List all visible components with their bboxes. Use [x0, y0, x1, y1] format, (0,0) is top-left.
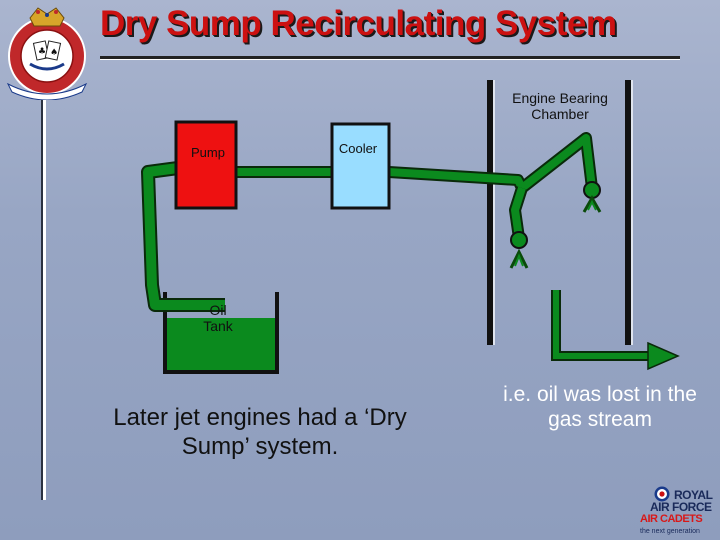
pump-label: Pump	[191, 145, 225, 160]
svg-text:♠: ♠	[50, 48, 58, 58]
raf-air-cadets-logo: ROYAL AIR FORCE AIR CADETS the next gene…	[640, 486, 720, 540]
cooler-label: Cooler	[338, 141, 378, 156]
logo-air-force: AIR FORCE	[650, 500, 712, 514]
logo-royal: ROYAL	[674, 488, 713, 502]
right-caption: i.e. oil was lost in the gas stream	[503, 383, 697, 432]
pump-box	[174, 120, 238, 210]
oil-jet-nozzle-upper	[582, 181, 602, 213]
oil-tank	[163, 292, 279, 374]
logo-air-cadets: AIR CADETS	[640, 513, 703, 525]
bearing-chamber-walls	[487, 80, 633, 345]
slide-title: Dry Sump Recirculating System	[100, 4, 617, 43]
engine-bearing-chamber-label: Engine Bearing Chamber	[512, 90, 608, 123]
oil-pipes	[141, 132, 598, 312]
logo-tagline: the next generation	[640, 528, 700, 535]
cooler-box	[330, 122, 391, 210]
oil-jet-nozzle-lower	[509, 231, 529, 269]
left-rule	[41, 70, 46, 500]
oil-tank-label: Oil Tank	[203, 302, 233, 335]
title-underline	[100, 56, 680, 60]
raf-roundel-icon	[654, 486, 670, 502]
oil-loss-arrow	[551, 290, 680, 371]
svg-text:♣: ♣	[38, 47, 46, 57]
air-cadets-crest-icon: ♣ ♠	[6, 7, 88, 100]
left-caption: Later jet engines had a ‘Dry Sump’ syste…	[113, 404, 407, 460]
